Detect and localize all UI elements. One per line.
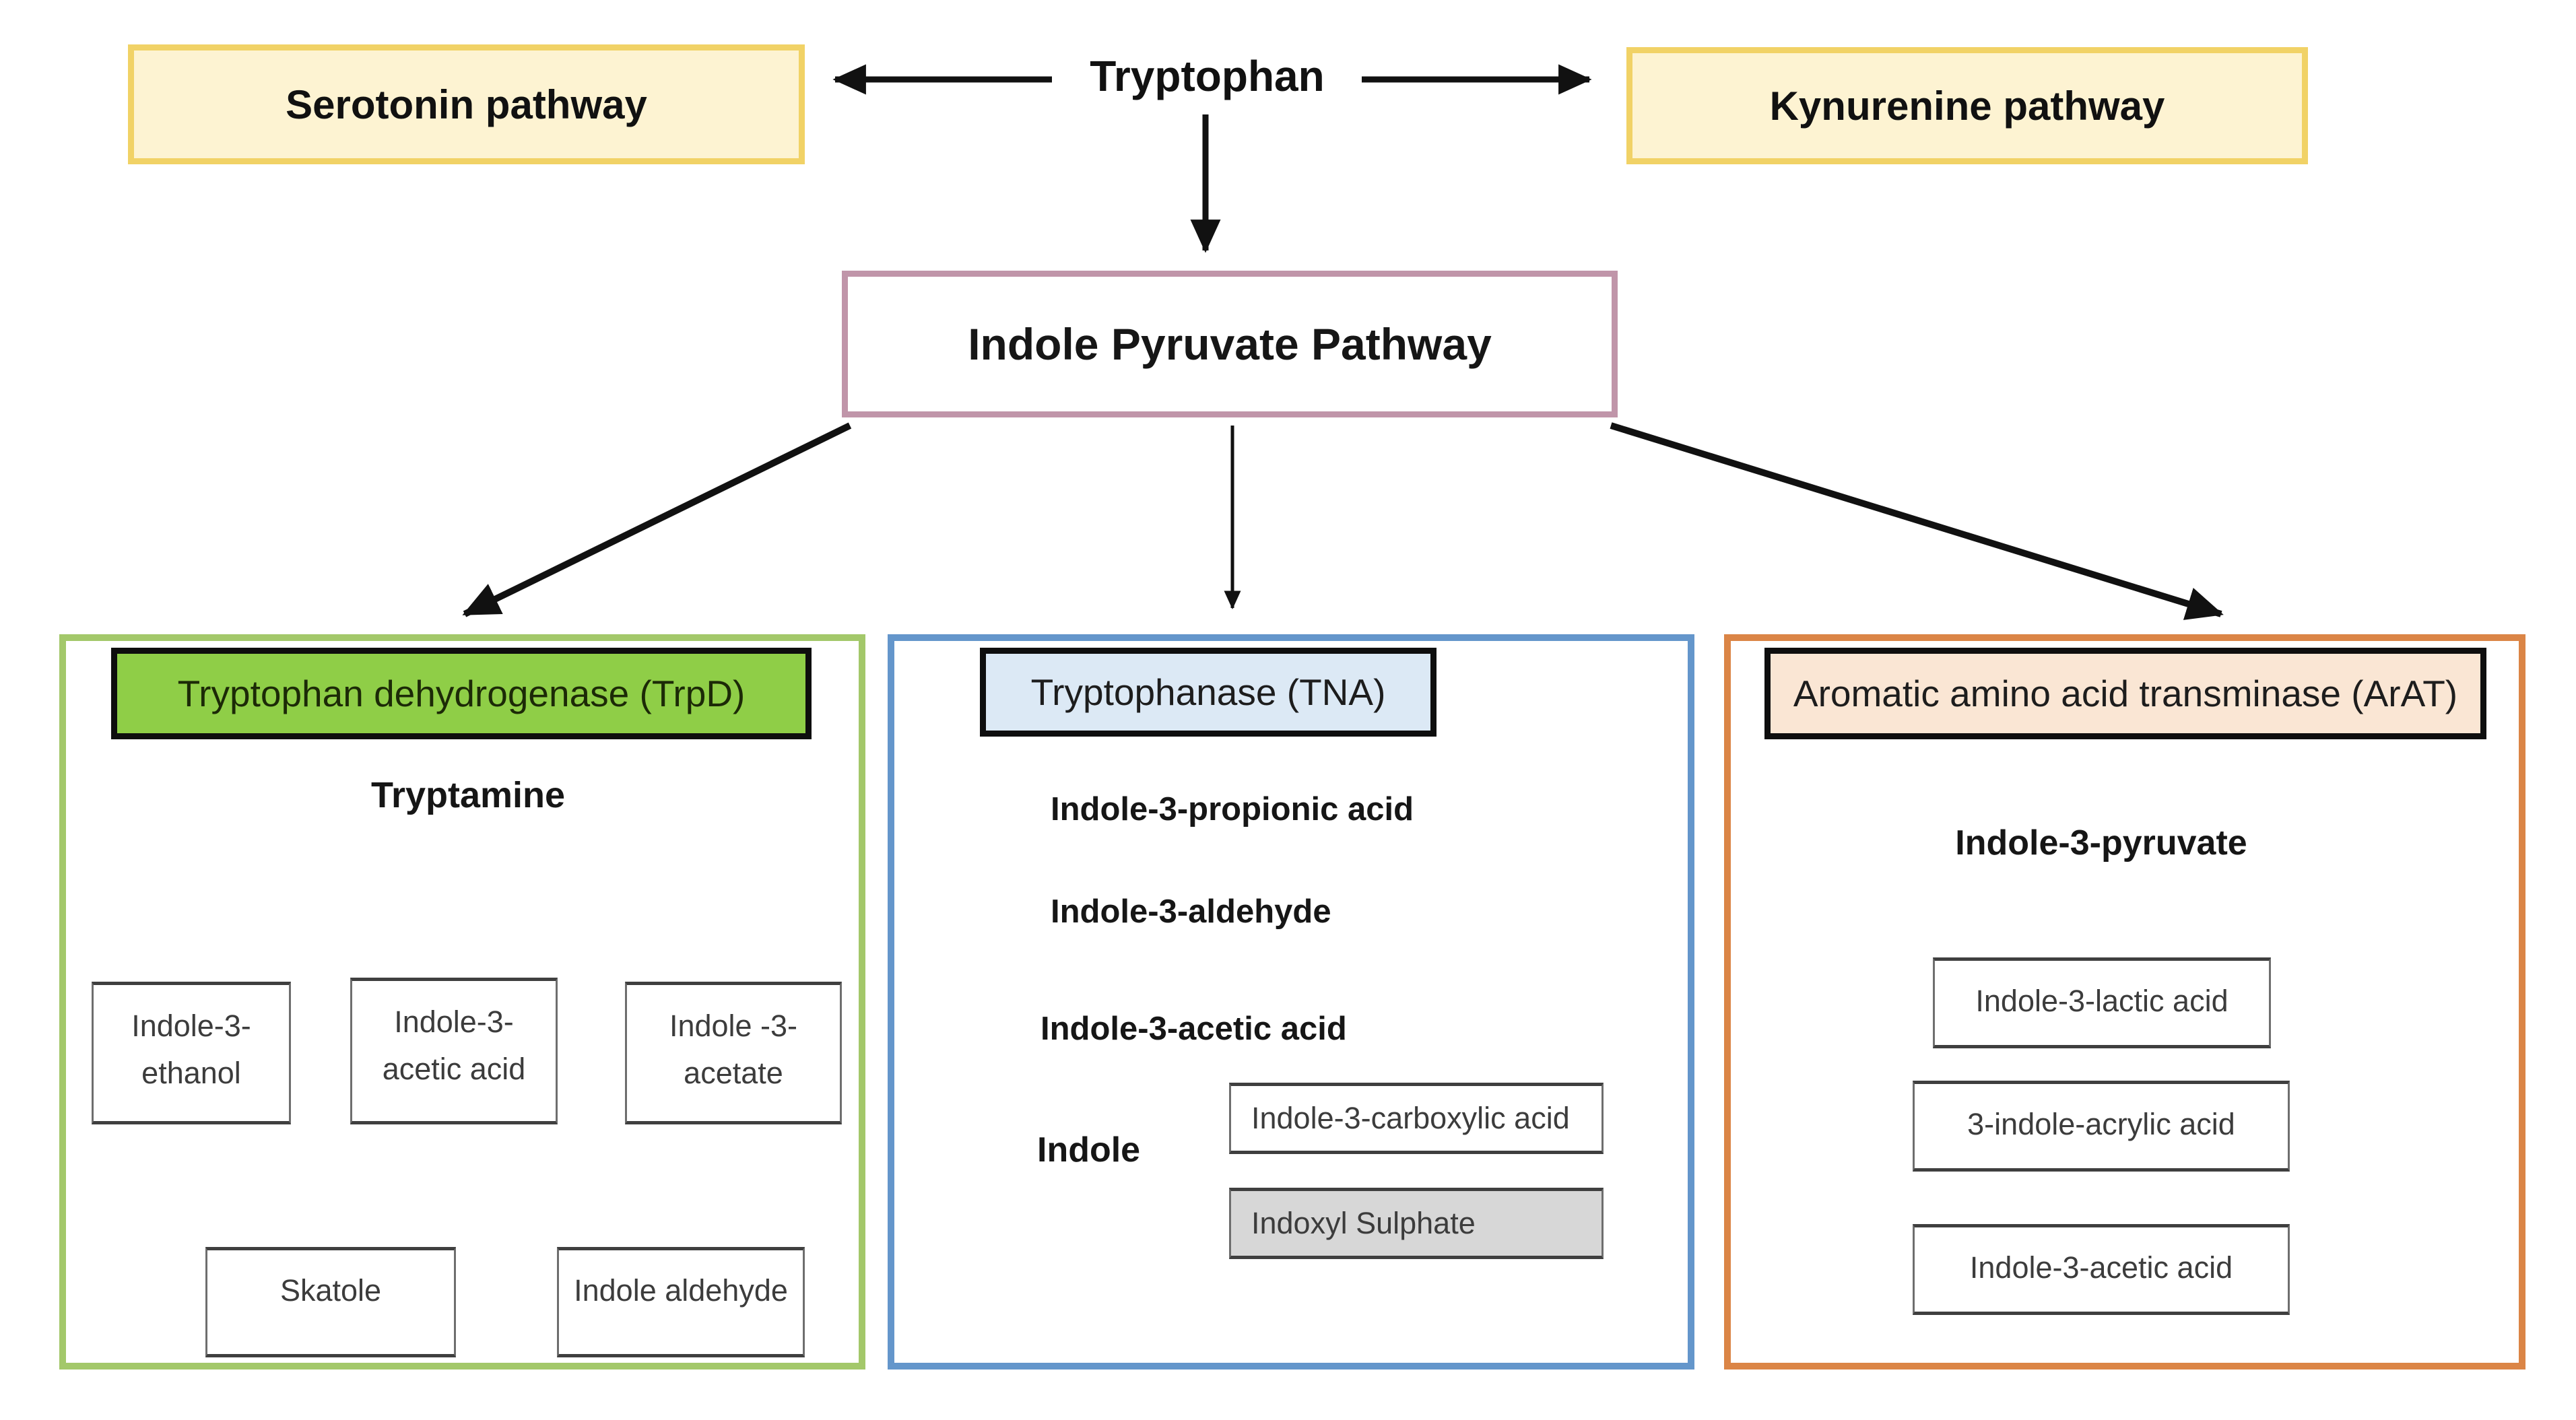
indole-3-acetic-acid-box: Indole-3- acetic acid — [350, 978, 558, 1124]
tna-item-indole: Indole — [1037, 1130, 1141, 1170]
indole-3-ethanol-box: Indole-3- ethanol — [92, 982, 291, 1124]
arrow-ipp-to-arat — [1610, 422, 2224, 620]
indoxyl-sulphate-box: Indoxyl Sulphate — [1229, 1188, 1604, 1259]
indole-pyruvate-pathway-box: Indole Pyruvate Pathway — [842, 271, 1618, 417]
tna-item-acetic: Indole-3-acetic acid — [1041, 1011, 1347, 1047]
tna-item-aldehyde: Indole-3-aldehyde — [1051, 893, 1331, 930]
serotonin-pathway-box: Serotonin pathway — [128, 44, 805, 164]
indole-aldehyde-box: Indole aldehyde — [557, 1247, 805, 1357]
indole-acrylic-acid-box: 3-indole-acrylic acid — [1913, 1081, 2290, 1172]
tna-item-propionic: Indole-3-propionic acid — [1051, 791, 1414, 827]
indole-3-pyruvate-label: Indole-3-pyruvate — [1955, 823, 2247, 863]
tryptophan-label: Tryptophan — [1090, 52, 1325, 100]
indole-3-carboxylic-acid-box: Indole-3-carboxylic acid — [1229, 1083, 1604, 1154]
arrow-ipp-to-trpd — [462, 422, 852, 617]
tna-header: Tryptophanase (TNA) — [980, 648, 1436, 737]
indole-3-acetate-box: Indole -3- acetate — [625, 982, 842, 1124]
tryptamine-label: Tryptamine — [370, 775, 566, 815]
arat-header: Aromatic amino acid transminase (ArAT) — [1764, 648, 2486, 739]
indole-3-lactic-acid-box: Indole-3-lactic acid — [1933, 957, 2271, 1048]
trpd-header: Tryptophan dehydrogenase (TrpD) — [111, 648, 812, 739]
tna-panel — [888, 634, 1694, 1370]
skatole-box: Skatole — [205, 1247, 456, 1357]
kynurenine-pathway-box: Kynurenine pathway — [1626, 47, 2308, 164]
arat-indole-3-acetic-acid-box: Indole-3-acetic acid — [1913, 1224, 2290, 1315]
